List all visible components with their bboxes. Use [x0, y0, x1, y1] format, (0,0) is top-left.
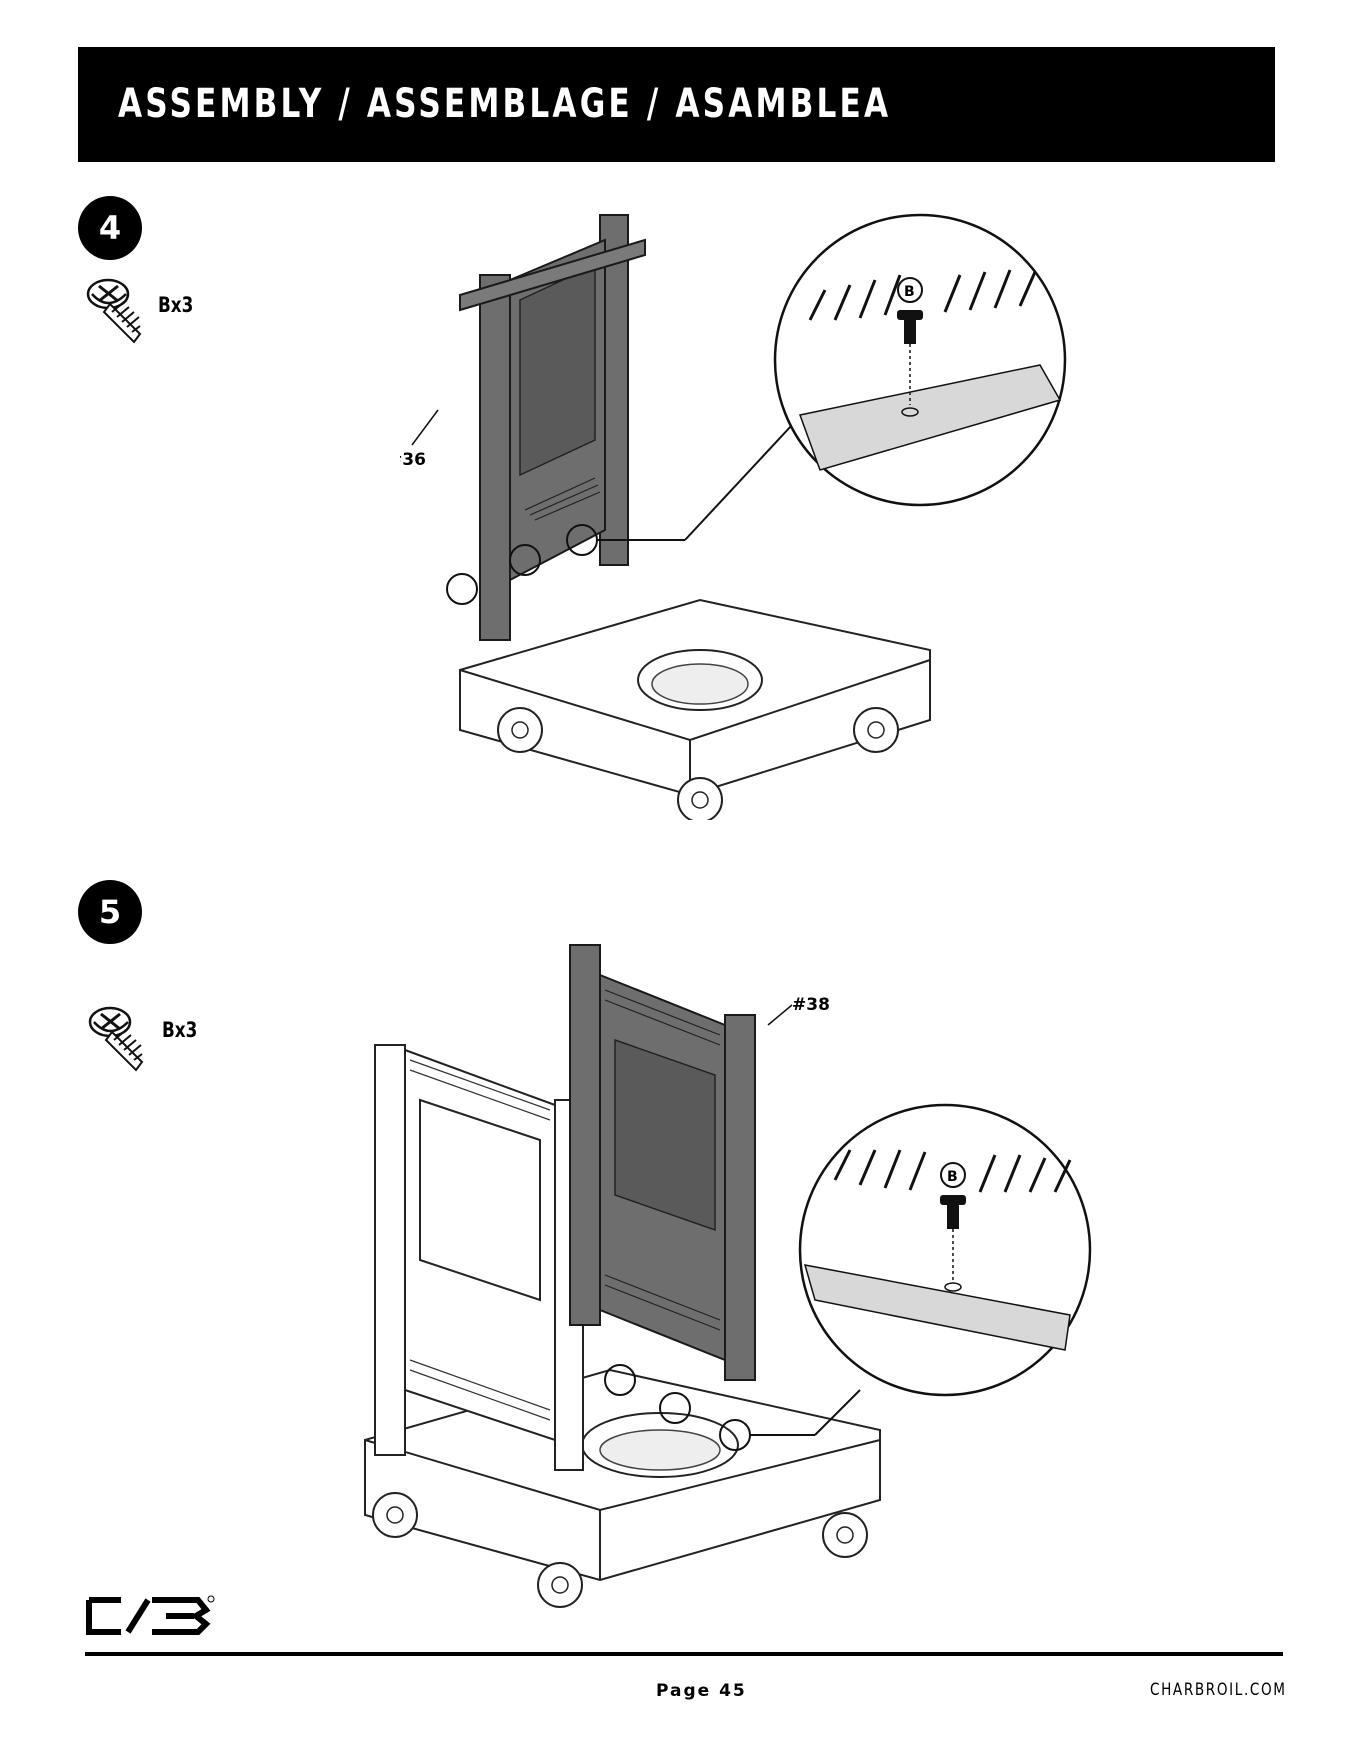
step-5-hardware-qty: Bx3: [162, 1018, 197, 1042]
step-5-badge: 5: [78, 880, 142, 944]
page-number: Page 45: [656, 1681, 747, 1701]
charbroil-logo: [86, 1592, 216, 1642]
header-bar: ASSEMBLY / ASSEMBLAGE / ASAMBLEA: [78, 47, 1275, 162]
step-5-zoom-label: B: [947, 1169, 958, 1185]
footer-rule: [85, 1652, 1283, 1656]
step-5-diagram: #38 B: [350, 930, 1230, 1620]
step-5-part-label: #38: [792, 995, 830, 1015]
page-title: ASSEMBLY / ASSEMBLAGE / ASAMBLEA: [118, 81, 891, 127]
step-4-badge: 4: [78, 196, 142, 260]
step-4-hardware-qty: Bx3: [158, 293, 193, 317]
step-4-part-label: #36: [400, 450, 426, 470]
step-4-diagram: #36 B: [400, 200, 1200, 820]
screw-icon: [82, 272, 152, 352]
screw-icon: [84, 1000, 154, 1080]
website-link[interactable]: CHARBROIL.COM: [1150, 1680, 1287, 1700]
step-4-zoom-label: B: [904, 284, 915, 300]
